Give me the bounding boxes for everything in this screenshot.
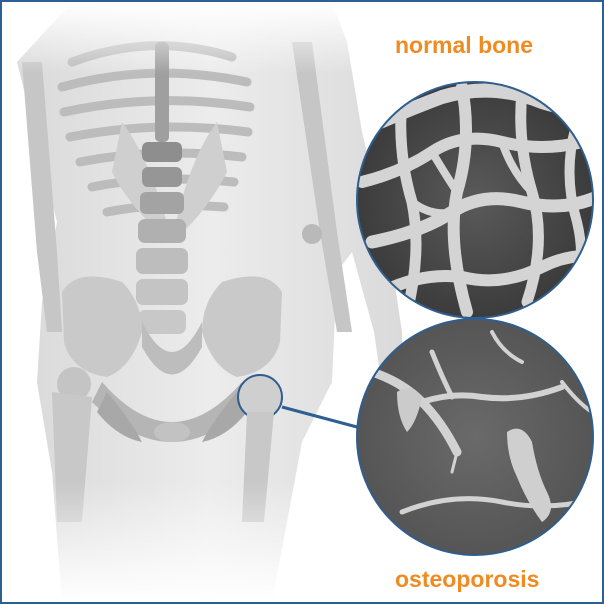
normal-bone-label: normal bone: [395, 32, 533, 59]
osteoporosis-label: osteoporosis: [395, 566, 539, 593]
